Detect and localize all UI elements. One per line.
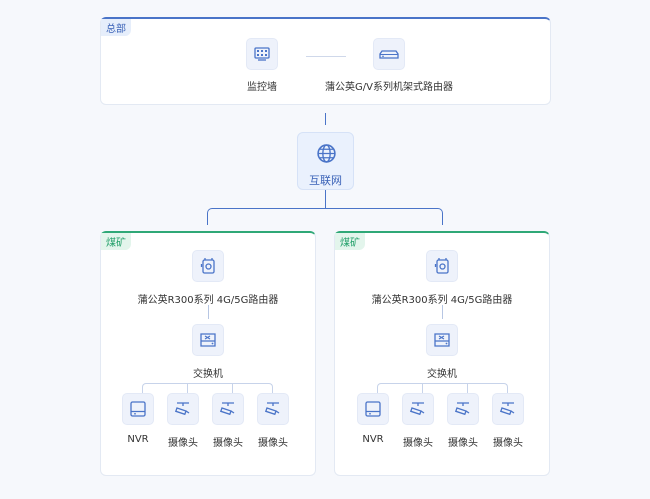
nvr-icon[interactable] (357, 393, 389, 425)
tree-branch (187, 383, 188, 393)
rack-router-label: 蒲公英G/V系列机架式路由器 (325, 82, 453, 93)
hq-link-line (306, 56, 346, 57)
site-group-coal-mine-2: 煤矿 蒲公英R300系列 4G/5G路由器 交换机 NVR 摄像头 摄像头 摄像… (334, 231, 550, 476)
device-label: 摄像头 (168, 438, 198, 449)
monitor-wall-icon[interactable] (246, 38, 278, 70)
tree-branch (232, 383, 233, 393)
camera-icon[interactable] (402, 393, 434, 425)
nvr-icon[interactable] (122, 393, 154, 425)
device-label: 摄像头 (493, 438, 523, 449)
branch-connector (207, 208, 443, 225)
camera-icon[interactable] (167, 393, 199, 425)
headquarters-group: 总部 监控墙 蒲公英G/V系列机架式路由器 (100, 17, 551, 105)
rack-router-icon[interactable] (373, 38, 405, 70)
camera-icon[interactable] (212, 393, 244, 425)
device-label: 摄像头 (403, 438, 433, 449)
camera-icon[interactable] (492, 393, 524, 425)
hq-internet-line (325, 113, 326, 125)
router-switch-line (208, 305, 209, 319)
switch-icon[interactable] (192, 324, 224, 356)
switch-label: 交换机 (193, 369, 223, 380)
camera-icon[interactable] (257, 393, 289, 425)
device-label: 摄像头 (448, 438, 478, 449)
device-label: NVR (362, 434, 384, 445)
site-tag: 煤矿 (101, 233, 131, 250)
hq-tag: 总部 (101, 19, 131, 36)
device-tree-line (377, 383, 508, 393)
tree-branch (467, 383, 468, 393)
device-label: 摄像头 (258, 438, 288, 449)
internet-node[interactable]: 互联网 (297, 132, 354, 190)
globe-icon (317, 144, 336, 163)
device-tree-line (142, 383, 273, 393)
monitor-wall-label: 监控墙 (247, 82, 277, 93)
site-tag: 煤矿 (335, 233, 365, 250)
4g5g-router-icon[interactable] (192, 250, 224, 282)
internet-label: 互联网 (309, 174, 342, 187)
router-label: 蒲公英R300系列 4G/5G路由器 (137, 295, 279, 306)
switch-icon[interactable] (426, 324, 458, 356)
device-label: 摄像头 (213, 438, 243, 449)
device-label: NVR (127, 434, 149, 445)
router-label: 蒲公英R300系列 4G/5G路由器 (371, 295, 513, 306)
site-group-coal-mine-1: 煤矿 蒲公英R300系列 4G/5G路由器 交换机 NVR 摄像头 摄像头 摄像… (100, 231, 316, 476)
internet-down-line (325, 190, 326, 209)
router-switch-line (442, 305, 443, 319)
tree-branch (422, 383, 423, 393)
4g5g-router-icon[interactable] (426, 250, 458, 282)
camera-icon[interactable] (447, 393, 479, 425)
switch-label: 交换机 (427, 369, 457, 380)
